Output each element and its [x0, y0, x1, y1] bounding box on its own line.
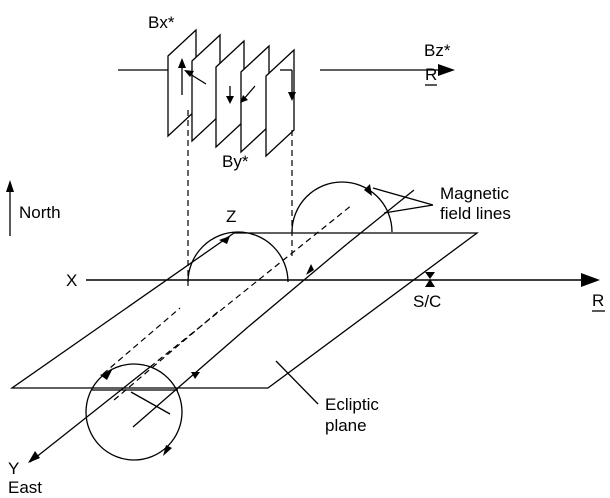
label-magnetic-field-lines-1: Magnetic	[440, 184, 509, 203]
label-bz: Bz*	[424, 41, 451, 60]
label-r-top: R	[425, 65, 437, 84]
panel-5	[265, 48, 295, 158]
field-line-upper-head	[306, 264, 314, 275]
y-axis-dashed	[149, 204, 353, 368]
north-arrow-head	[6, 180, 14, 192]
callout-ecliptic	[275, 360, 319, 405]
label-east: East	[8, 478, 42, 497]
field-line-lower	[132, 326, 249, 428]
label-bx: Bx*	[148, 13, 175, 32]
field-line-upper	[247, 243, 348, 328]
label-magnetic-field-lines-2: field lines	[440, 204, 511, 223]
label-ecliptic-plane-2: plane	[325, 416, 367, 435]
label-by: By*	[222, 152, 249, 171]
y-axis	[29, 366, 151, 463]
vector-4-head	[240, 95, 248, 103]
vector-2-head	[184, 70, 194, 77]
x-axis-arrowhead	[581, 273, 600, 287]
field-line-dashed-2	[102, 307, 181, 375]
vector-3-head	[226, 96, 234, 104]
field-line-dashed	[113, 309, 221, 401]
loop-near-head-right	[163, 445, 172, 456]
label-y: Y	[8, 459, 19, 478]
loop-middle-head	[219, 236, 230, 244]
y-axis-arrowhead	[28, 451, 40, 463]
label-sc: S/C	[413, 292, 441, 311]
label-x: X	[66, 271, 77, 290]
vector-1-head	[178, 58, 186, 68]
label-r-right: R	[592, 291, 604, 310]
top-r-arrowhead	[438, 64, 455, 76]
loop-near-head-left	[100, 370, 112, 380]
field-vector-panels	[118, 28, 455, 158]
label-ecliptic-plane-1: Ecliptic	[325, 395, 379, 414]
label-z: Z	[226, 207, 236, 226]
vector-5-head	[288, 92, 296, 101]
callout-field-lines-1	[372, 187, 434, 206]
vector-2	[189, 73, 207, 85]
loop-near	[85, 363, 183, 461]
ecliptic-plane-outline	[9, 232, 479, 389]
loop-far	[291, 181, 393, 233]
callout-field-lines-2	[383, 204, 434, 214]
field-line-upper-2	[346, 189, 415, 245]
loop-middle	[187, 231, 289, 283]
loop-far-head	[364, 184, 372, 196]
field-line-lower-head	[191, 372, 200, 379]
spacecraft-icon	[425, 272, 435, 287]
label-north: North	[19, 203, 61, 222]
circle-chord-2	[130, 391, 171, 415]
